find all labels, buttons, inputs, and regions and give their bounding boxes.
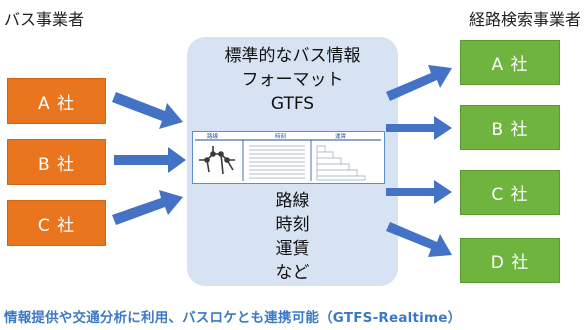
bus-operators-heading: バス事業者 xyxy=(4,10,85,29)
table-header-timetable: 時刻 xyxy=(275,132,287,140)
timetable-rows xyxy=(249,145,305,179)
gtfs-content-etc: など xyxy=(275,263,310,283)
provider-a-box: A 社 xyxy=(460,40,560,85)
gtfs-title-line-1: 標準的なバス情報 xyxy=(224,46,361,66)
table-header-fare: 運賃 xyxy=(335,132,347,140)
provider-c-box: C 社 xyxy=(460,170,560,215)
operator-c-box: C 社 xyxy=(7,200,106,246)
arrow-provider-c-icon xyxy=(386,180,452,204)
operator-b-box: B 社 xyxy=(7,139,106,185)
gtfs-content-fare: 運賃 xyxy=(275,239,310,259)
gtfs-usage-caption: 情報提供や交通分析に利用、バスロケとも連携可能（GTFS-Realtime） xyxy=(4,310,462,326)
arrow-operator-a-icon xyxy=(112,92,183,129)
arrow-provider-a-icon xyxy=(386,65,452,101)
gtfs-title-line-3: GTFS xyxy=(270,94,315,114)
gtfs-table-illustration: 路線 時刻 運賃 xyxy=(195,132,381,181)
gtfs-content-route: 路線 xyxy=(275,191,310,211)
operator-a-box: A 社 xyxy=(7,78,106,124)
route-map-icon xyxy=(199,146,235,175)
gtfs-data-table-thumbnail: 路線 時刻 運賃 xyxy=(192,131,385,184)
fare-matrix xyxy=(316,145,366,181)
arrow-operator-c-icon xyxy=(112,190,183,225)
gtfs-title-line-2: フォーマット xyxy=(241,70,344,90)
route-search-providers-heading: 経路検索事業者 xyxy=(468,10,581,29)
gtfs-content-timetable: 時刻 xyxy=(275,215,310,235)
provider-d-box: D 社 xyxy=(460,238,560,283)
provider-b-box: B 社 xyxy=(460,105,560,150)
arrow-operator-b-icon xyxy=(114,147,186,173)
arrow-provider-b-icon xyxy=(386,116,452,140)
table-header-route: 路線 xyxy=(207,132,219,140)
arrow-provider-d-icon xyxy=(386,222,452,257)
